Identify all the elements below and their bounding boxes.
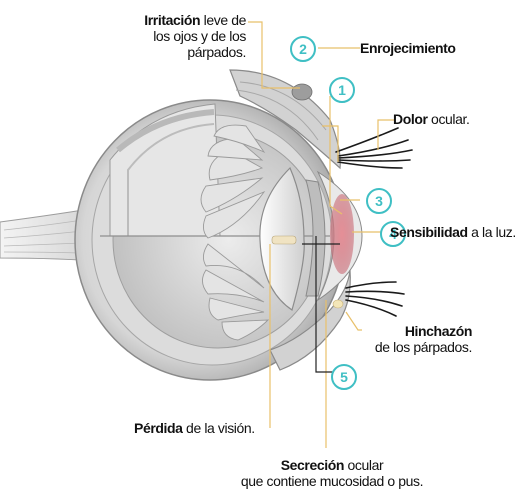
label-sensibilidad-rest: a la luz. — [468, 224, 516, 240]
badge-3: 3 — [366, 188, 392, 214]
label-hinchazon-line2: de los párpados. — [356, 339, 472, 355]
label-dolor-bold: Dolor — [393, 111, 428, 127]
upper-eyelashes — [336, 128, 412, 168]
label-sensibilidad-bold: Sensibilidad — [390, 224, 468, 240]
label-irritacion-line3: párpados. — [118, 44, 246, 60]
badge-5: 5 — [331, 364, 357, 390]
label-irritacion-line2: los ojos y de los — [118, 28, 246, 44]
label-enrojecimiento-bold: Enrojecimiento — [360, 40, 456, 56]
label-sensibilidad: Sensibilidad a la luz. — [390, 224, 516, 240]
label-secrecion-rest: ocular — [344, 457, 383, 473]
redness-area — [330, 194, 354, 274]
label-dolor: Dolor ocular. — [393, 111, 470, 127]
label-secrecion-line2: que contiene mucosidad o pus. — [222, 473, 442, 489]
label-hinchazon-bold: Hinchazón — [405, 323, 472, 339]
lower-eyelashes — [346, 282, 404, 316]
badge-1: 1 — [329, 77, 355, 103]
label-hinchazon: Hinchazón de los párpados. — [356, 323, 472, 355]
label-irritacion-bold: Irritación — [144, 12, 200, 28]
label-irritacion-rest: leve de — [200, 12, 246, 28]
label-secrecion-bold: Secreción — [281, 457, 344, 473]
label-irritacion: Irritación leve de los ojos y de los pár… — [118, 12, 246, 60]
badge-2: 2 — [290, 36, 316, 62]
label-dolor-rest: ocular. — [428, 111, 470, 127]
label-perdida-bold: Pérdida — [134, 420, 183, 436]
label-secrecion: Secreción ocular que contiene mucosidad … — [222, 457, 442, 489]
label-perdida: Pérdida de la visión. — [134, 420, 255, 436]
label-perdida-rest: de la visión. — [183, 420, 255, 436]
label-enrojecimiento: Enrojecimiento — [360, 40, 456, 56]
